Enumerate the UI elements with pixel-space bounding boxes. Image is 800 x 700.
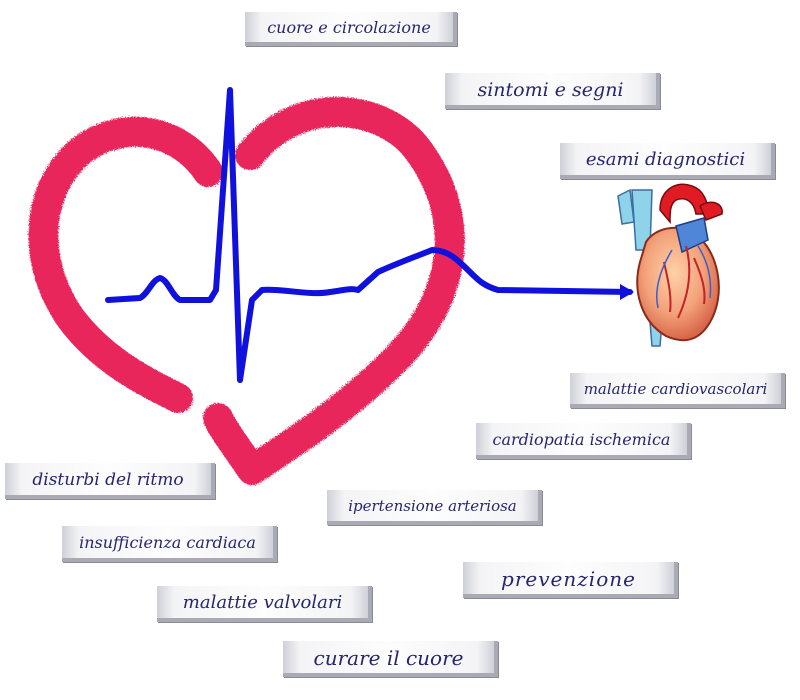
nav-disturbi-del-ritmo[interactable]: disturbi del ritmo	[5, 463, 215, 499]
nav-sintomi-e-segni[interactable]: sintomi e segni	[445, 73, 660, 109]
anatomical-heart-icon	[617, 183, 723, 347]
nav-malattie-valvolari[interactable]: malattie valvolari	[157, 586, 372, 622]
nav-ipertensione-arteriosa[interactable]: ipertensione arteriosa	[327, 490, 542, 525]
nav-insufficienza-cardiaca[interactable]: insufficienza cardiaca	[62, 526, 277, 562]
nav-curare-il-cuore[interactable]: curare il cuore	[283, 641, 498, 677]
nav-cuore-e-circolazione[interactable]: cuore e circolazione	[245, 12, 457, 46]
ecg-trace	[105, 87, 633, 383]
nav-malattie-cardiovascolari[interactable]: malattie cardiovascolari	[570, 373, 785, 408]
nav-esami-diagnostici[interactable]: esami diagnostici	[560, 143, 775, 179]
nav-prevenzione[interactable]: prevenzione	[463, 562, 678, 598]
arrow-head-icon	[620, 284, 634, 300]
nav-cardiopatia-ischemica[interactable]: cardiopatia ischemica	[476, 423, 691, 459]
heart-brush-stroke	[28, 96, 465, 485]
